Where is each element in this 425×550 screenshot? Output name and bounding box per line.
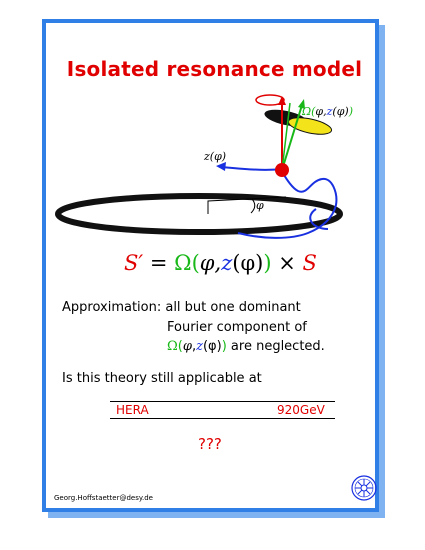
- hera-label: HERA: [116, 403, 149, 417]
- omega-label-close: ): [348, 105, 354, 118]
- phi-angle-arc: [250, 198, 256, 214]
- approx-close: ): [221, 339, 227, 354]
- z-arrow-line: [221, 166, 283, 171]
- spin-trajectory-lower: [309, 208, 329, 230]
- equation-comma: ,: [214, 251, 222, 275]
- equation-eq: =: [149, 251, 168, 275]
- resonance-diagram: [55, 94, 343, 239]
- equation-phi: φ: [199, 251, 215, 275]
- spin-equation: S′ = Ω(φ,z(φ)) × S: [124, 251, 317, 275]
- approx-zphi: (φ): [202, 339, 222, 354]
- precession-orbit: [255, 94, 285, 106]
- equation-close: ): [263, 251, 272, 275]
- equation-omega: Ω: [174, 251, 192, 275]
- desy-logo-icon: [351, 475, 377, 501]
- approximation-line3: Ω(φ,z(φ)) are neglected.: [167, 339, 325, 354]
- slide-title: Isolated resonance model: [66, 57, 363, 81]
- particle: [275, 163, 289, 177]
- omega-vector: [281, 104, 303, 171]
- approximation-line1: Approximation: all but one dominant: [62, 300, 301, 315]
- omega-label-phi: φ: [315, 105, 324, 118]
- equation-zphi: (φ): [232, 251, 264, 275]
- author-email: Georg.Hoffstaetter@desy.de: [54, 494, 153, 502]
- table-rule-bottom: [110, 418, 335, 419]
- phi-angle-lines: [207, 196, 287, 214]
- approx-open: (: [177, 339, 183, 354]
- hera-row: HERA 920GeV: [110, 401, 335, 419]
- omega-vector-head: [298, 99, 305, 109]
- unknown-marker: ???: [198, 435, 222, 453]
- slide: Isolated resonance model Ω(φ,z(φ)) z(φ): [42, 19, 379, 512]
- approx-comma: ,: [191, 339, 197, 354]
- equation-rhs: S: [302, 251, 317, 275]
- z-arrow-head: [216, 162, 226, 171]
- approximation-line2: Fourier component of: [167, 320, 307, 335]
- spin-trajectory: [237, 167, 338, 239]
- z-label: z(φ): [204, 150, 226, 163]
- omega-label-comma: ,: [323, 105, 327, 118]
- equation-z: z: [221, 251, 233, 275]
- spin-vector-head: [278, 96, 286, 105]
- approx-z: z: [196, 339, 203, 354]
- table-rule-top: [110, 401, 335, 402]
- hera-energy: 920GeV: [277, 403, 325, 417]
- equation-prime: ′: [138, 251, 144, 275]
- omega-vector-2: [281, 102, 291, 171]
- phi-label: φ: [256, 199, 264, 212]
- approx-omega: Ω: [167, 339, 178, 354]
- storage-ring: [55, 193, 343, 235]
- z-label-phi: (φ): [209, 150, 227, 163]
- equation-times: ×: [278, 251, 296, 275]
- approx-phi: φ: [182, 339, 192, 354]
- omega-label: Ω(φ,z(φ)): [302, 105, 353, 118]
- equation-lhs: S: [124, 251, 139, 275]
- z-label-z: z: [204, 150, 210, 163]
- omega-label-omega: Ω: [302, 105, 312, 118]
- omega-label-z: z: [326, 105, 333, 118]
- equation-open: (: [191, 251, 200, 275]
- question-text: Is this theory still applicable at: [62, 371, 262, 386]
- approx-suffix: are neglected.: [230, 339, 325, 354]
- omega-label-open: (: [311, 105, 316, 118]
- omega-label-zphi: (φ): [332, 105, 349, 118]
